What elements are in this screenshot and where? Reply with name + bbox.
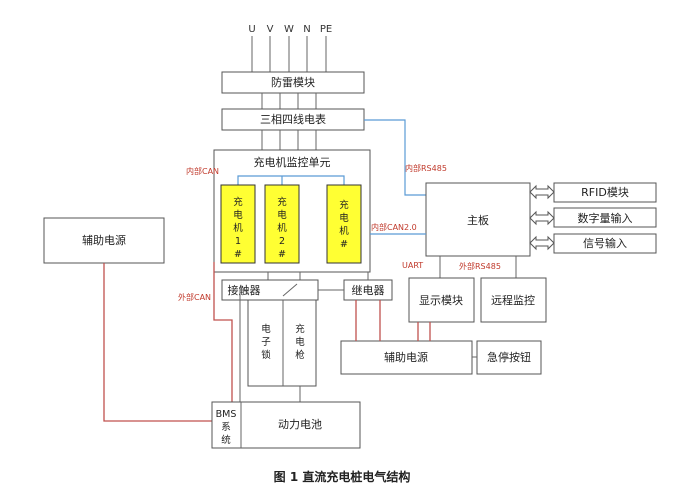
- battery-label: 动力电池: [278, 418, 322, 431]
- inner-can2-label: 内部CAN2.0: [371, 222, 417, 232]
- aux-power-bottom-box: [340, 340, 473, 375]
- lightning-module-label: 防雷模块: [271, 75, 315, 89]
- outer-rs485-label: 外部RS485: [459, 261, 501, 271]
- signal-input-box: [553, 233, 657, 254]
- digital-input-box: [553, 207, 657, 228]
- display-box: [408, 277, 475, 323]
- e-lock-char-3: 锁: [261, 349, 271, 361]
- remote-label: 远程监控: [491, 293, 535, 307]
- gun-char-2: 电: [295, 336, 305, 348]
- aux-power-left-label: 辅助电源: [82, 233, 126, 247]
- charger-n-char-2: 电: [339, 212, 349, 224]
- inner-rs485-label: 内部RS485: [405, 163, 447, 173]
- charger-1-char-4: 1: [235, 236, 241, 247]
- main-board-label: 主板: [467, 213, 489, 227]
- charger-2-char-3: 机: [277, 222, 287, 234]
- emergency-box: [476, 340, 542, 375]
- charger-2-char-5: #: [278, 249, 286, 260]
- charger-1-char-1: 充: [233, 196, 243, 208]
- charger-n-char-3: 机: [339, 225, 349, 237]
- phase-label-n: N: [303, 24, 310, 35]
- monitor-unit-label: 充电机监控单元: [254, 155, 331, 169]
- outer-can-label: 外部CAN: [178, 292, 211, 302]
- phase-inputs: U V W N PE: [248, 24, 332, 72]
- inner-can-bus: [237, 175, 345, 185]
- charger-2-char-2: 电: [277, 209, 287, 221]
- meter-label: 三相四线电表: [260, 112, 326, 126]
- peripheral-arrows: [529, 184, 555, 251]
- display-label: 显示模块: [419, 294, 463, 307]
- bms-label-3: 统: [221, 434, 231, 446]
- main-board-box: [425, 182, 531, 257]
- e-lock-char-2: 子: [261, 337, 271, 348]
- charger-1-box: [220, 184, 256, 264]
- phase-label-v: V: [267, 24, 274, 35]
- charger-1-char-5: #: [234, 249, 242, 260]
- rfid-label: RFID模块: [581, 186, 629, 199]
- charger-n-char-1: 充: [339, 199, 349, 211]
- figure-caption: 图 1 直流充电桩电气结构: [274, 469, 411, 484]
- uart-label: UART: [402, 261, 423, 270]
- digital-input-label: 数字量输入: [578, 211, 633, 225]
- relay-label: 继电器: [352, 284, 385, 297]
- gun-char-3: 枪: [295, 349, 305, 361]
- lock-gun-box: [247, 299, 317, 387]
- phase-label-u: U: [248, 24, 255, 35]
- e-lock-char-1: 电: [261, 323, 271, 335]
- aux-power-left-box: [43, 217, 165, 264]
- charger-n-char-4: #: [340, 239, 348, 250]
- charger-2-box: [264, 184, 300, 264]
- rfid-box: [553, 182, 657, 203]
- contactor-switch: [282, 283, 298, 297]
- emergency-label: 急停按钮: [487, 350, 531, 364]
- charger-n-box: [326, 184, 362, 264]
- gun-char-1: 充: [295, 323, 305, 335]
- bms-label-1: BMS: [216, 409, 237, 420]
- inner-can-label: 内部CAN: [186, 166, 219, 176]
- charger-1-char-3: 机: [233, 222, 243, 234]
- aux-power-bottom-label: 辅助电源: [384, 350, 428, 364]
- charger-2-char-1: 充: [277, 196, 287, 208]
- signal-input-label: 信号输入: [583, 236, 627, 250]
- charger-2-char-4: 2: [279, 236, 285, 247]
- bms-label-2: 系: [221, 422, 231, 433]
- lightning-module-box: [221, 71, 365, 94]
- phase-label-pe: PE: [320, 24, 332, 35]
- phase-label-w: W: [284, 24, 294, 35]
- battery-box: [211, 401, 361, 449]
- charger-1-char-2: 电: [233, 209, 243, 221]
- remote-box: [480, 277, 547, 323]
